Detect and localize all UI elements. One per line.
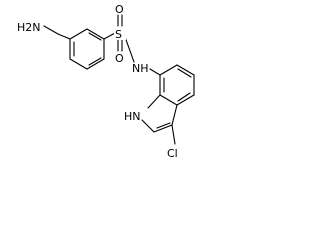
bond-benzene-5 (86, 28, 105, 40)
bond-n-indole (149, 68, 161, 76)
bond-benzene-3 (86, 58, 105, 70)
bond-c-cl (171, 124, 176, 145)
oxygen-bottom-label: O (115, 52, 124, 65)
sulfonamide-nh-label: NH (132, 62, 149, 75)
amine-label: H2N (17, 21, 41, 34)
bond-benzene-double-c (88, 32, 102, 41)
bond-indole-benzene-5 (159, 94, 178, 106)
oxygen-top-label: O (115, 3, 124, 16)
bond-pyrrole-double (156, 122, 171, 129)
bond-pyrrole-2 (141, 119, 155, 133)
bond-pyrrole-1 (147, 94, 161, 109)
bond-ring-s (103, 32, 116, 40)
chemical-structure-diagram: H2N S O O NH HN Cl (17, 3, 195, 160)
bond-s-n (124, 36, 135, 63)
bonds (43, 14, 195, 145)
bond-pyrrole-3 (153, 124, 173, 133)
bond-benzene-double-b (88, 57, 102, 66)
bond-indole-benzene-1 (159, 64, 178, 76)
bond-indole-double-b (177, 92, 191, 102)
bond-benzene-6 (69, 28, 88, 40)
bond-pyrrole-4 (171, 104, 178, 126)
chlorine-label: Cl (167, 147, 178, 160)
bond-indole-benzene-4 (176, 94, 195, 106)
bond-ch2-ring (57, 33, 71, 40)
bond-indole-benzene-2 (176, 64, 195, 76)
sulfur-label: S (115, 28, 122, 41)
atom-labels: H2N S O O NH HN Cl (17, 3, 178, 160)
bond-n-ch2 (43, 25, 59, 35)
indole-nh-label: HN (124, 110, 141, 123)
bond-benzene-2 (69, 58, 88, 70)
bond-indole-double-a (177, 68, 192, 78)
